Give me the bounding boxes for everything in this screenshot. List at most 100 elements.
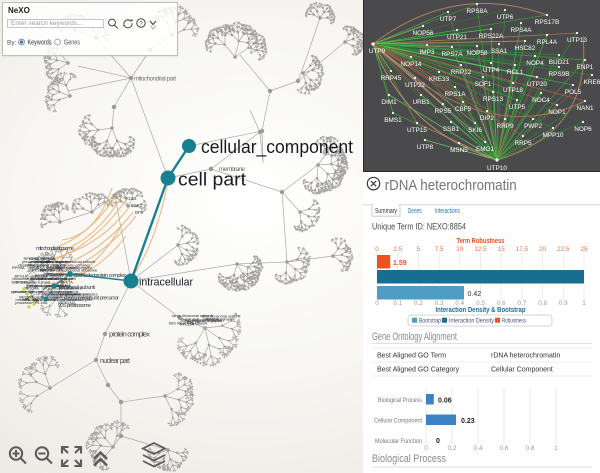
svg-text:MPP10: MPP10 — [543, 132, 564, 139]
svg-text:Interactions: Interactions — [435, 208, 460, 215]
svg-text:BMS1: BMS1 — [384, 117, 402, 124]
svg-text:RPS5: RPS5 — [435, 108, 452, 115]
svg-text:By:: By: — [7, 40, 17, 47]
svg-text:precursor complex: precursor complex — [22, 259, 54, 264]
svg-text:UTP13: UTP13 — [567, 37, 587, 44]
svg-text:7.5: 7.5 — [435, 246, 444, 253]
svg-text:UTP18: UTP18 — [503, 87, 523, 94]
svg-text:preribosome complex: preribosome complex — [53, 263, 90, 268]
svg-text:RPS11A: RPS11A — [57, 283, 72, 288]
svg-text:0: 0 — [436, 438, 440, 445]
svg-text:Biological Process: Biological Process — [378, 397, 423, 404]
svg-text:RPS7A: RPS7A — [442, 51, 464, 58]
svg-text:ribosomal subunit: ribosomal subunit — [59, 285, 95, 291]
svg-text:RPS1A: RPS1A — [43, 256, 56, 261]
svg-text:0.3: 0.3 — [435, 300, 444, 307]
svg-text:RPS22A: RPS22A — [479, 33, 504, 40]
svg-text:rDNA heterochromatin: rDNA heterochromatin — [385, 177, 517, 194]
svg-text:BF5: BF5 — [135, 210, 143, 215]
svg-text:RPL7A: RPL7A — [187, 319, 200, 324]
svg-text:RPS24A: RPS24A — [40, 268, 55, 273]
svg-text:UTP15: UTP15 — [407, 127, 427, 134]
svg-text:processome: processome — [13, 289, 34, 294]
svg-text:0.6: 0.6 — [499, 445, 508, 452]
svg-text:22.5: 22.5 — [557, 246, 570, 253]
svg-text:processome: processome — [15, 300, 36, 305]
svg-text:small subunit: small subunit — [56, 265, 80, 270]
svg-text:0.2: 0.2 — [414, 300, 423, 307]
svg-text:RPS1A: RPS1A — [445, 91, 467, 98]
svg-text:0.23: 0.23 — [461, 418, 475, 425]
svg-text:preribosome complex: preribosome complex — [39, 276, 76, 281]
svg-text:15: 15 — [498, 246, 506, 253]
svg-text:processome: processome — [41, 294, 62, 299]
svg-text:BUD21: BUD21 — [549, 59, 570, 66]
svg-text:UTP8: UTP8 — [417, 144, 434, 151]
svg-text:NOP56: NOP56 — [413, 30, 434, 37]
svg-text:precursor complex: precursor complex — [11, 289, 43, 294]
svg-text:2.5: 2.5 — [393, 246, 402, 253]
svg-text:snoRNA complex: snoRNA complex — [31, 265, 61, 270]
svg-text:RRP5: RRP5 — [514, 140, 531, 147]
svg-text:EMG1: EMG1 — [476, 146, 495, 153]
svg-text:Genes: Genes — [408, 208, 422, 215]
svg-text:preribosome complex: preribosome complex — [54, 294, 91, 299]
svg-text:Term Robustness: Term Robustness — [457, 236, 505, 245]
svg-text:mitochondrial ribosome: mitochondrial ribosome — [48, 291, 88, 296]
svg-text:RPS11A: RPS11A — [32, 268, 47, 273]
svg-text:CBF5: CBF5 — [455, 106, 472, 113]
svg-text:0.1: 0.1 — [393, 300, 402, 307]
svg-text:Biological Process: Biological Process — [372, 453, 446, 465]
svg-text:precursor complex: precursor complex — [26, 283, 58, 288]
svg-text:IMP3: IMP3 — [420, 49, 435, 56]
svg-text:UTP22: UTP22 — [405, 82, 425, 89]
svg-text:SSA1: SSA1 — [491, 48, 508, 55]
svg-text:60S ribosomal subunit: 60S ribosomal subunit — [47, 272, 86, 277]
svg-text:site of polarized growth: site of polarized growth — [180, 318, 224, 324]
svg-text:RPL16A: RPL16A — [19, 294, 34, 299]
svg-text:mitochondrial ribosome: mitochondrial ribosome — [16, 297, 56, 302]
svg-text:0.7: 0.7 — [518, 300, 527, 307]
svg-text:DIM1: DIM1 — [381, 99, 397, 106]
svg-text:intracellular: intracellular — [139, 277, 193, 289]
svg-text:cell part: cell part — [178, 169, 246, 190]
svg-text:processome: processome — [30, 276, 51, 281]
svg-text:RPS13: RPS13 — [483, 96, 504, 103]
svg-text:Bootstrap: Bootstrap — [419, 319, 442, 325]
svg-text:UTP6: UTP6 — [497, 14, 514, 21]
svg-text:?: ? — [139, 22, 143, 28]
svg-text:RPL7A: RPL7A — [51, 268, 64, 273]
svg-text:Cellular Component: Cellular Component — [374, 418, 422, 425]
svg-text:90S preribosome: 90S preribosome — [26, 294, 56, 299]
svg-text:17.5: 17.5 — [516, 246, 529, 253]
svg-text:UTP21: UTP21 — [447, 34, 467, 41]
svg-text:POL5: POL5 — [565, 89, 582, 96]
svg-text:0.9: 0.9 — [559, 300, 568, 307]
svg-text:UTP10: UTP10 — [487, 165, 507, 172]
svg-text:NOP14: NOP14 — [401, 61, 422, 68]
svg-text:protein complex: protein complex — [109, 330, 150, 339]
svg-text:RPS24A: RPS24A — [59, 300, 74, 305]
svg-text:60S ribosomal subunit: 60S ribosomal subunit — [169, 320, 208, 325]
svg-text:membrane: membrane — [219, 166, 245, 173]
svg-text:large ribosomal subunit: large ribosomal subunit — [30, 283, 71, 288]
svg-text:Unique Term ID: NEXO:8854: Unique Term ID: NEXO:8854 — [372, 221, 466, 231]
svg-text:NOP4: NOP4 — [526, 60, 544, 67]
svg-text:NOP58: NOP58 — [467, 50, 488, 57]
svg-text:RPS24A: RPS24A — [24, 256, 39, 261]
svg-text:HSC82: HSC82 — [515, 45, 536, 52]
svg-text:RPS9A: RPS9A — [12, 265, 25, 270]
svg-text:Keywords: Keywords — [28, 40, 52, 47]
svg-text:NAN1: NAN1 — [576, 105, 593, 112]
svg-text:RPL4B: RPL4B — [16, 279, 29, 284]
svg-text:Molecular Function: Molecular Function — [375, 438, 422, 445]
svg-text:ribosomal subunit: ribosomal subunit — [12, 276, 43, 281]
svg-text:Robustness: Robustness — [502, 319, 526, 325]
svg-text:mitochondrial part: mitochondrial part — [134, 77, 176, 83]
svg-text:RPS9A: RPS9A — [29, 256, 42, 261]
svg-text:ENP1: ENP1 — [577, 64, 594, 71]
svg-text:0: 0 — [375, 300, 379, 307]
svg-text:NOP6: NOP6 — [574, 126, 592, 133]
svg-text:large ribosomal subunit: large ribosomal subunit — [55, 259, 96, 264]
svg-text:12.5: 12.5 — [474, 246, 487, 253]
